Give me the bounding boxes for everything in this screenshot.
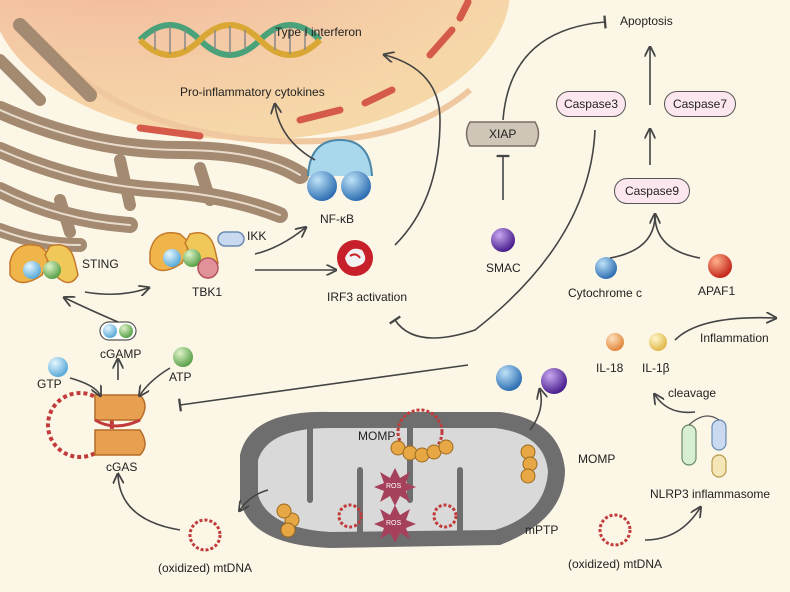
sting-dimer-icon [9, 244, 79, 284]
irf3-label: IRF3 activation [327, 290, 408, 304]
caspase9-box: Caspase9 [614, 178, 690, 204]
mtdna-circle-icon [188, 518, 222, 552]
momp-left-label: MOMP [358, 429, 396, 443]
il1b-label: IL-1β [642, 361, 670, 375]
caspase7-box: Caspase7 [664, 91, 736, 117]
cgas-label: cGAS [106, 460, 138, 474]
momp-right-label: MOMP [578, 452, 616, 466]
smac-label: SMAC [486, 261, 521, 275]
tbk1-label: TBK1 [192, 285, 223, 299]
nfkb-label: NF-κB [320, 212, 354, 226]
apaf1-icon [708, 254, 732, 278]
gtp-icon [48, 357, 68, 377]
tbk1-complex-icon [149, 231, 245, 279]
ros1-label: ROS [386, 483, 402, 490]
cgas-enzyme-icon [46, 391, 146, 459]
er-inner-lines [0, 109, 301, 246]
dna-helix-icon [137, 22, 323, 58]
irf3-icon [337, 240, 373, 276]
nlrp3-icon [681, 415, 727, 478]
gtp-label: GTP [37, 377, 62, 391]
caspase3-box: Caspase3 [556, 91, 626, 117]
nfkb-dimer-icon [307, 138, 373, 201]
apoptosis-label: Apoptosis [620, 14, 673, 28]
released-smac-icon [541, 368, 567, 394]
proinflammatory-label: Pro-inflammatory cytokines [180, 85, 325, 99]
pathway-arrows [65, 15, 775, 541]
mptp-label: mPTP [525, 523, 559, 537]
inflammation-label: Inflammation [700, 331, 769, 345]
nucleus [0, 0, 510, 145]
ros2-label: ROS [386, 520, 402, 527]
apaf1-label: APAF1 [698, 284, 736, 298]
sting-label: STING [82, 257, 119, 271]
il18-label: IL-18 [596, 361, 624, 375]
ikk-label: IKK [247, 229, 267, 243]
il18-icon [606, 333, 624, 351]
mtdna-right-label: (oxidized) mtDNA [568, 557, 663, 571]
cytochrome-c-label: Cytochrome c [568, 286, 643, 300]
xiap-icon [465, 121, 540, 147]
type1-interferon-label: Type I interferon [275, 25, 362, 39]
ros-star-icon [374, 468, 416, 543]
smac-icon [491, 228, 515, 252]
mtdna-circle-right-icon [598, 513, 632, 547]
atp-icon [173, 347, 193, 367]
atp-label: ATP [169, 370, 192, 384]
cgamp-label: cGAMP [100, 347, 142, 361]
cgamp-icon [99, 321, 137, 341]
cleavage-label: cleavage [668, 386, 717, 400]
mtdna-left-label: (oxidized) mtDNA [158, 561, 253, 575]
released-cytochrome-c-icon [496, 365, 522, 391]
nlrp3-label: NLRP3 inflammasome [650, 487, 771, 501]
cytochrome-c-icon [595, 257, 617, 279]
il1b-icon [649, 333, 667, 351]
xiap-label: XIAP [489, 127, 517, 141]
